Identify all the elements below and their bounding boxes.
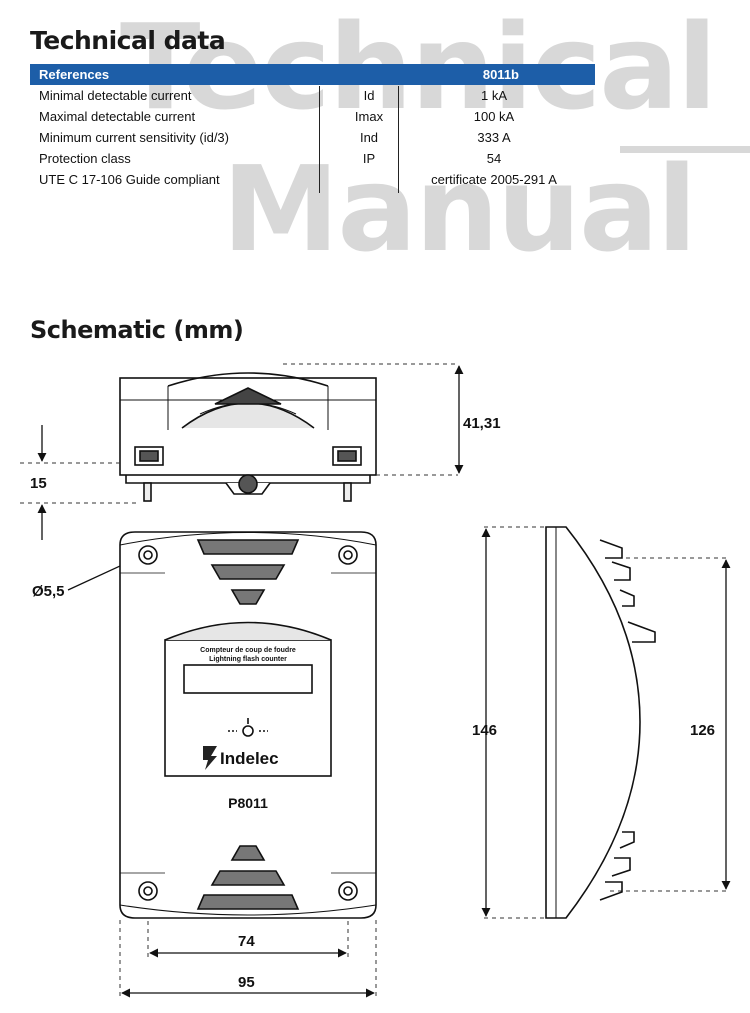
front-view xyxy=(119,531,377,919)
table-header: References 8011b xyxy=(30,64,595,85)
row-label: Protection class xyxy=(39,151,131,166)
section-title-technical-data: Technical data xyxy=(30,26,226,55)
row-value: 54 xyxy=(486,151,502,166)
table-divider xyxy=(398,86,399,193)
side-view xyxy=(545,526,656,919)
dim-hole-spacing: 74 xyxy=(238,933,255,950)
dim-hole: Ø5,5 xyxy=(32,583,65,600)
row-symbol: Id xyxy=(363,88,375,103)
top-view xyxy=(119,372,377,502)
row-symbol: IP xyxy=(362,151,376,166)
dim-mount: 15 xyxy=(30,475,47,492)
panel-label-fr: Compteur de coup de foudre xyxy=(200,647,296,654)
row-label: Maximal detectable current xyxy=(39,109,196,124)
row-value: 100 kA xyxy=(473,109,515,124)
row-value: certificate 2005-291 A xyxy=(431,172,557,187)
table-divider xyxy=(319,86,320,193)
row-label: UTE C 17-106 Guide compliant xyxy=(39,172,220,187)
row-symbol: Imax xyxy=(354,109,384,124)
panel-label-en: Lightning flash counter xyxy=(209,656,287,663)
row-symbol: Ind xyxy=(359,130,379,145)
table-row: Minimal detectable current Id 1 kA xyxy=(30,85,595,106)
dim-side-inner: 126 xyxy=(690,722,715,739)
row-value: 333 A xyxy=(477,130,511,145)
watermark-rule xyxy=(620,146,750,153)
table-row: Minimum current sensitivity (id/3) Ind 3… xyxy=(30,127,595,148)
brand-logo-text: Indelec xyxy=(220,749,279,768)
watermark-line2: Manual xyxy=(222,140,697,278)
table-row: Maximal detectable current Imax 100 kA xyxy=(30,106,595,127)
header-label: References xyxy=(39,67,110,82)
table-row: UTE C 17-106 Guide compliant certificate… xyxy=(30,169,595,190)
row-label: Minimum current sensitivity (id/3) xyxy=(39,130,229,145)
dim-side-total: 146 xyxy=(472,722,497,739)
technical-data-table: References 8011b Minimal detectable curr… xyxy=(30,64,595,190)
section-title-schematic: Schematic (mm) xyxy=(30,316,244,344)
dim-height-top: 41,31 xyxy=(463,415,501,432)
dim-width: 95 xyxy=(238,974,255,991)
header-reference: 8011b xyxy=(482,67,519,82)
model-label: P8011 xyxy=(228,795,268,811)
table-row: Protection class IP 54 xyxy=(30,148,595,169)
row-label: Minimal detectable current xyxy=(39,88,192,103)
row-value: 1 kA xyxy=(480,88,507,103)
